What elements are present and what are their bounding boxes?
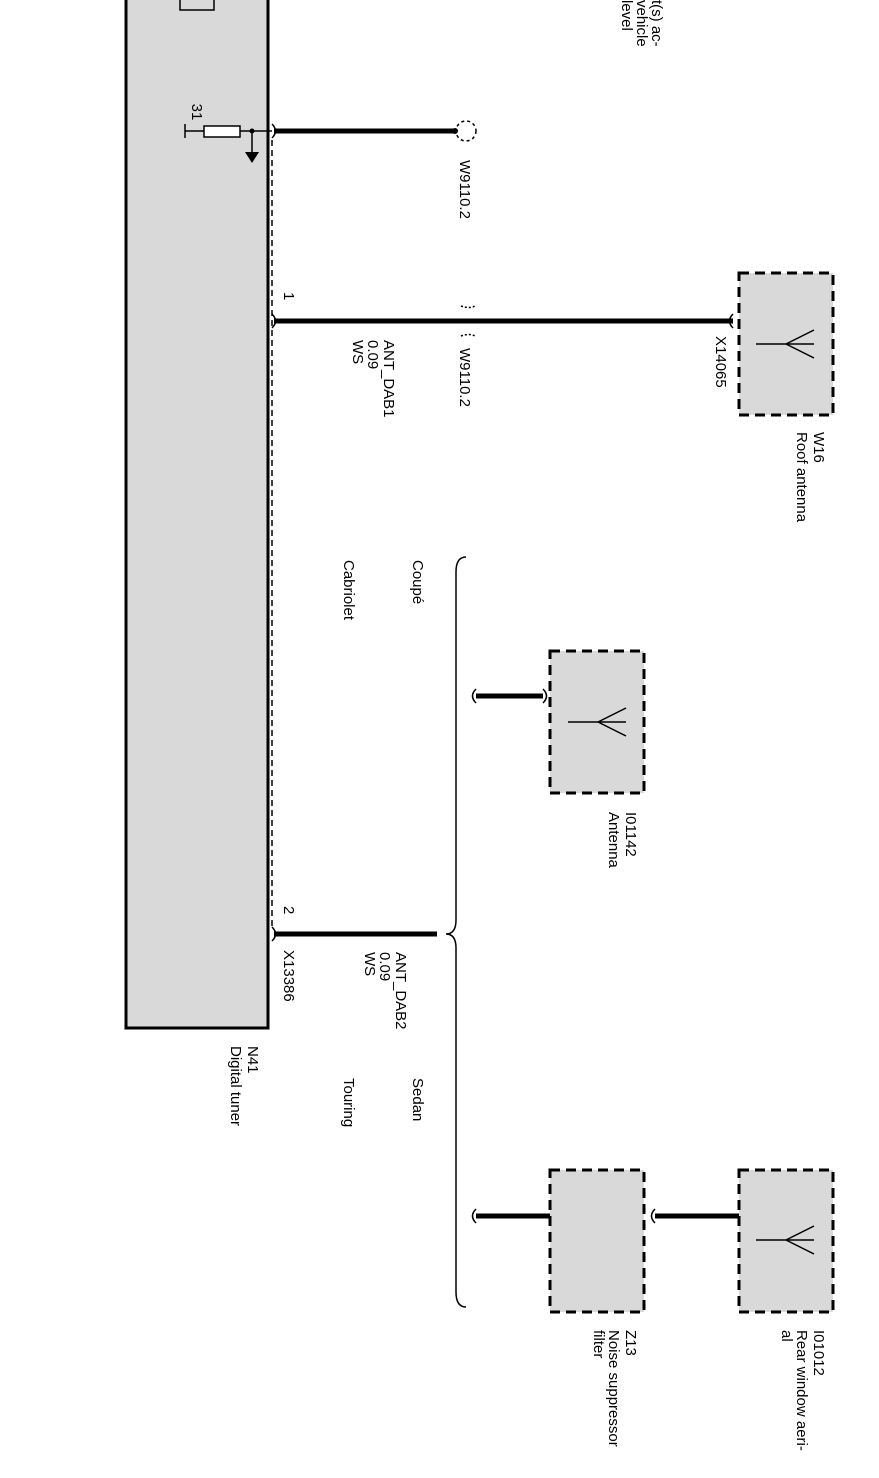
dab1-ref-label: W9110.2	[456, 348, 473, 407]
pin1-label: 1	[280, 292, 297, 300]
i01142-id: I01142	[622, 812, 639, 857]
dab1-name: ANT_DAB1	[380, 340, 397, 418]
i01012-id: I01012	[810, 1330, 827, 1376]
antenna-icon	[568, 707, 627, 737]
tuner-id: N41	[244, 1046, 261, 1074]
dab1-size: 0.09	[364, 340, 381, 369]
w16-id: W16	[810, 432, 827, 463]
dab1-color: WS	[349, 340, 366, 364]
header-note-line3: level	[618, 0, 635, 31]
variant-coupe: Coupé	[409, 560, 426, 604]
i01142-name: Antenna	[605, 812, 622, 869]
digital-tuner-box	[124, 0, 270, 1030]
z13-name-line2: filter	[590, 1330, 607, 1358]
shield-termination-circle	[455, 120, 477, 142]
w16-name: Roof antenna	[793, 432, 810, 523]
ground-label: 31	[188, 104, 205, 121]
variant-brace	[445, 556, 467, 1308]
dab2-size: 0.09	[376, 952, 393, 981]
ground-resistor-symbol	[184, 124, 272, 163]
i01012-name-line1: Rear window aeri-	[793, 1330, 810, 1451]
w16-connector-label: X14065	[712, 336, 729, 388]
antenna-icon	[756, 329, 815, 359]
z13-name-line1: Noise suppressor	[605, 1330, 622, 1447]
rear-window-aerial-box	[737, 1168, 835, 1314]
shield-ref-label: W9110.2	[456, 160, 473, 219]
tuner-name: Digital tuner	[227, 1046, 244, 1126]
pin2-label: 2	[280, 906, 297, 914]
antenna-icon	[756, 1225, 815, 1255]
variant-sedan: Sedan	[409, 1078, 426, 1121]
header-note-line1: t(s) ac-	[648, 0, 665, 47]
z13-id: Z13	[622, 1330, 639, 1356]
dab2-color: WS	[361, 952, 378, 976]
i01012-name-line2: al	[778, 1330, 795, 1342]
header-note-line2: vehicle	[633, 0, 650, 47]
variant-touring: Touring	[340, 1078, 357, 1127]
noise-suppressor-box	[548, 1168, 646, 1314]
variant-cabriolet: Cabriolet	[340, 560, 357, 621]
tuner-connector-label: X13386	[280, 950, 297, 1002]
dab2-name: ANT_DAB2	[392, 952, 409, 1030]
tuner-icon-square	[179, 0, 215, 11]
